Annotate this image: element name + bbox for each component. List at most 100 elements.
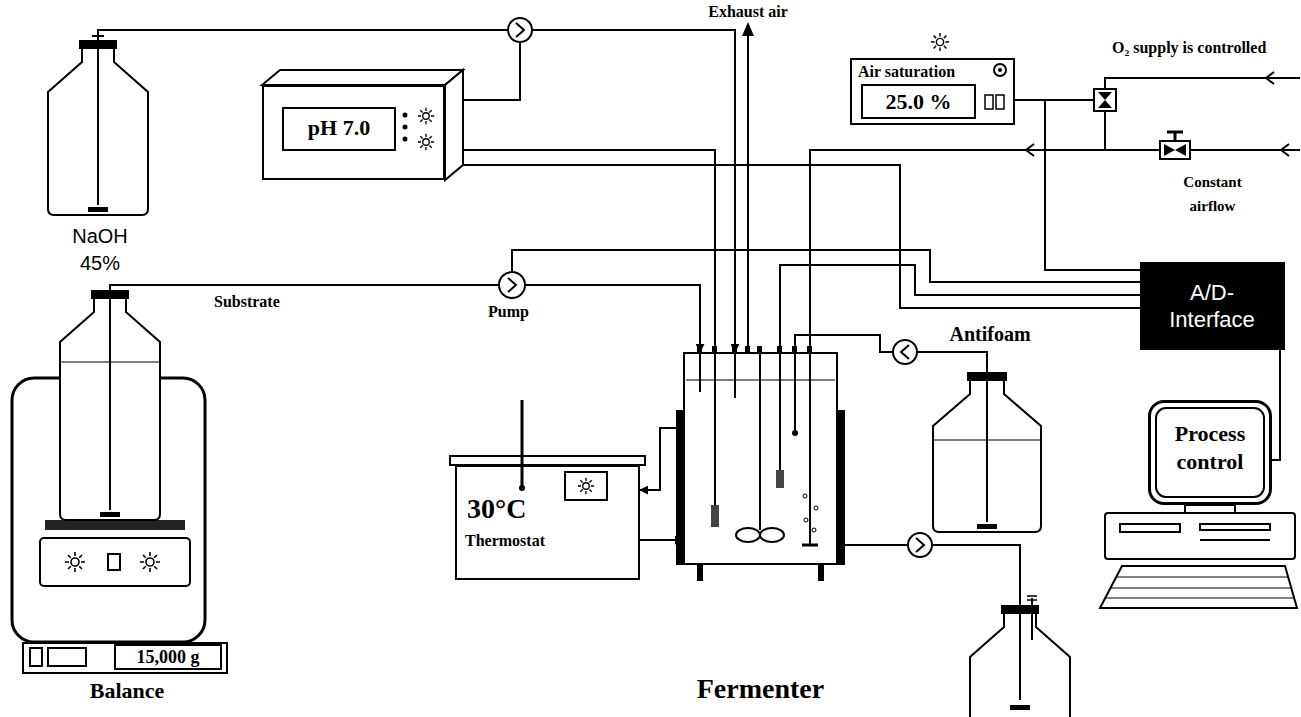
air-saturation-details [996,95,1004,109]
harvest-bottle [970,596,1070,717]
utility-lines [1045,99,1094,101]
pumps [499,272,525,298]
pipe-connector [1015,100,1140,270]
node-text: Antifoam [930,322,1050,346]
antifoam-bottle [977,524,997,529]
substrate-bottle [100,512,120,517]
utility-lines [1104,111,1106,150]
ph-controller-housing [403,137,408,142]
harvest-bottle [1031,598,1033,640]
node-subtext: 25.0 % [862,85,975,118]
pipe-connector [1272,350,1280,460]
air-saturation-details [985,95,993,109]
fermenter-internals [700,352,795,530]
flow-chevrons [1281,144,1289,156]
line-label: Substrate [212,292,282,312]
computer [1100,408,1297,608]
fermenter-internals [837,410,845,565]
air-valve [1167,132,1183,141]
flow-chevrons [1266,72,1274,84]
harvest-bottle [1019,605,1021,700]
pumps [901,345,909,359]
computer [1100,566,1297,608]
utility-lines [838,545,1020,625]
node-subtext: Balance [67,678,187,704]
naoh-bottle-node: NaOH 45% [40,40,160,275]
antifoam-bottle [986,372,988,522]
ph-controller-housing [262,70,463,180]
ad-interface: A/D- Interface [1140,262,1285,350]
flow-label: Exhaust air [700,2,796,22]
ph-controller: pH 7.0 [262,85,445,180]
fermenter-internals [802,544,818,547]
node-text: Fermenter [663,673,858,705]
ph-controller-housing [262,70,463,85]
pumps [916,538,924,552]
fermenter-internals [804,518,808,522]
fermenter-internals [814,506,818,510]
pumps [499,18,932,557]
node-text: 30°C [467,493,526,525]
air-valve [1160,141,1190,159]
supply-label: O₂ supply is controlled [1112,38,1266,58]
balance-housing [108,554,120,570]
pipe-connector [780,265,1140,352]
fermenter-internals [697,565,703,581]
fermenter-internals [776,470,784,488]
utility-lines [1105,78,1300,89]
computer [1185,505,1235,513]
fermenter-internals [803,494,807,498]
antifoam-bottle [933,372,1041,532]
computer [1105,513,1295,559]
o2-valve [1098,100,1112,108]
antifoam-bottle-node: Antifoam [930,322,1054,535]
air-valve [1175,144,1186,156]
node-text: A/D- Interface [1157,279,1267,333]
thermostat-bath: 30°CThermostat [455,465,640,580]
node-text: Process control [1154,420,1266,476]
air-saturation-details [994,64,1006,76]
process-control-monitor: Process control [1148,400,1272,505]
utility-lines [747,30,749,352]
o2-valve [1094,89,1116,111]
computer [1200,524,1270,530]
antifoam-bottle [933,440,1041,441]
balance-housing [140,552,160,572]
ph-controller-housing [403,125,408,130]
computer [1200,539,1270,541]
utility-lines [512,250,1140,282]
harvest-bottle [1010,705,1030,710]
utility-lines [810,150,1300,545]
thermostat-details [578,478,594,494]
fermenter-vessel: Fermenter [683,352,838,565]
pumps [516,23,524,37]
node-text: Air saturation [858,62,955,82]
thermostat-details [565,472,607,500]
thermostat-details [450,400,645,500]
fermenter-internals [676,346,845,581]
ph-controller-housing [418,108,434,124]
exhaust-arrowhead [742,22,754,36]
node-text: NaOH 45% [70,223,130,277]
air-valve [1160,132,1190,159]
air-saturation-details [998,68,1002,72]
balance-housing [40,538,190,586]
substrate-bottle [109,285,111,510]
balance-display: 15,000 gBalance [22,642,228,674]
node-text: pH 7.0 [283,108,395,148]
pipe-connector [98,30,735,352]
naoh-bottle [48,36,148,215]
pumps [893,340,917,364]
thermostat-details [519,485,525,491]
thermostat-details [450,456,645,465]
ph-controller-housing [283,108,395,150]
o2-valve [1094,89,1116,111]
ph-controller-housing [445,70,463,180]
balance-housing [65,552,85,572]
thermostat-details [521,400,524,486]
pumps [508,18,532,42]
harvest-bottle [1027,596,1037,600]
o2-valve [1098,92,1112,100]
pipe-connector [445,165,1140,308]
